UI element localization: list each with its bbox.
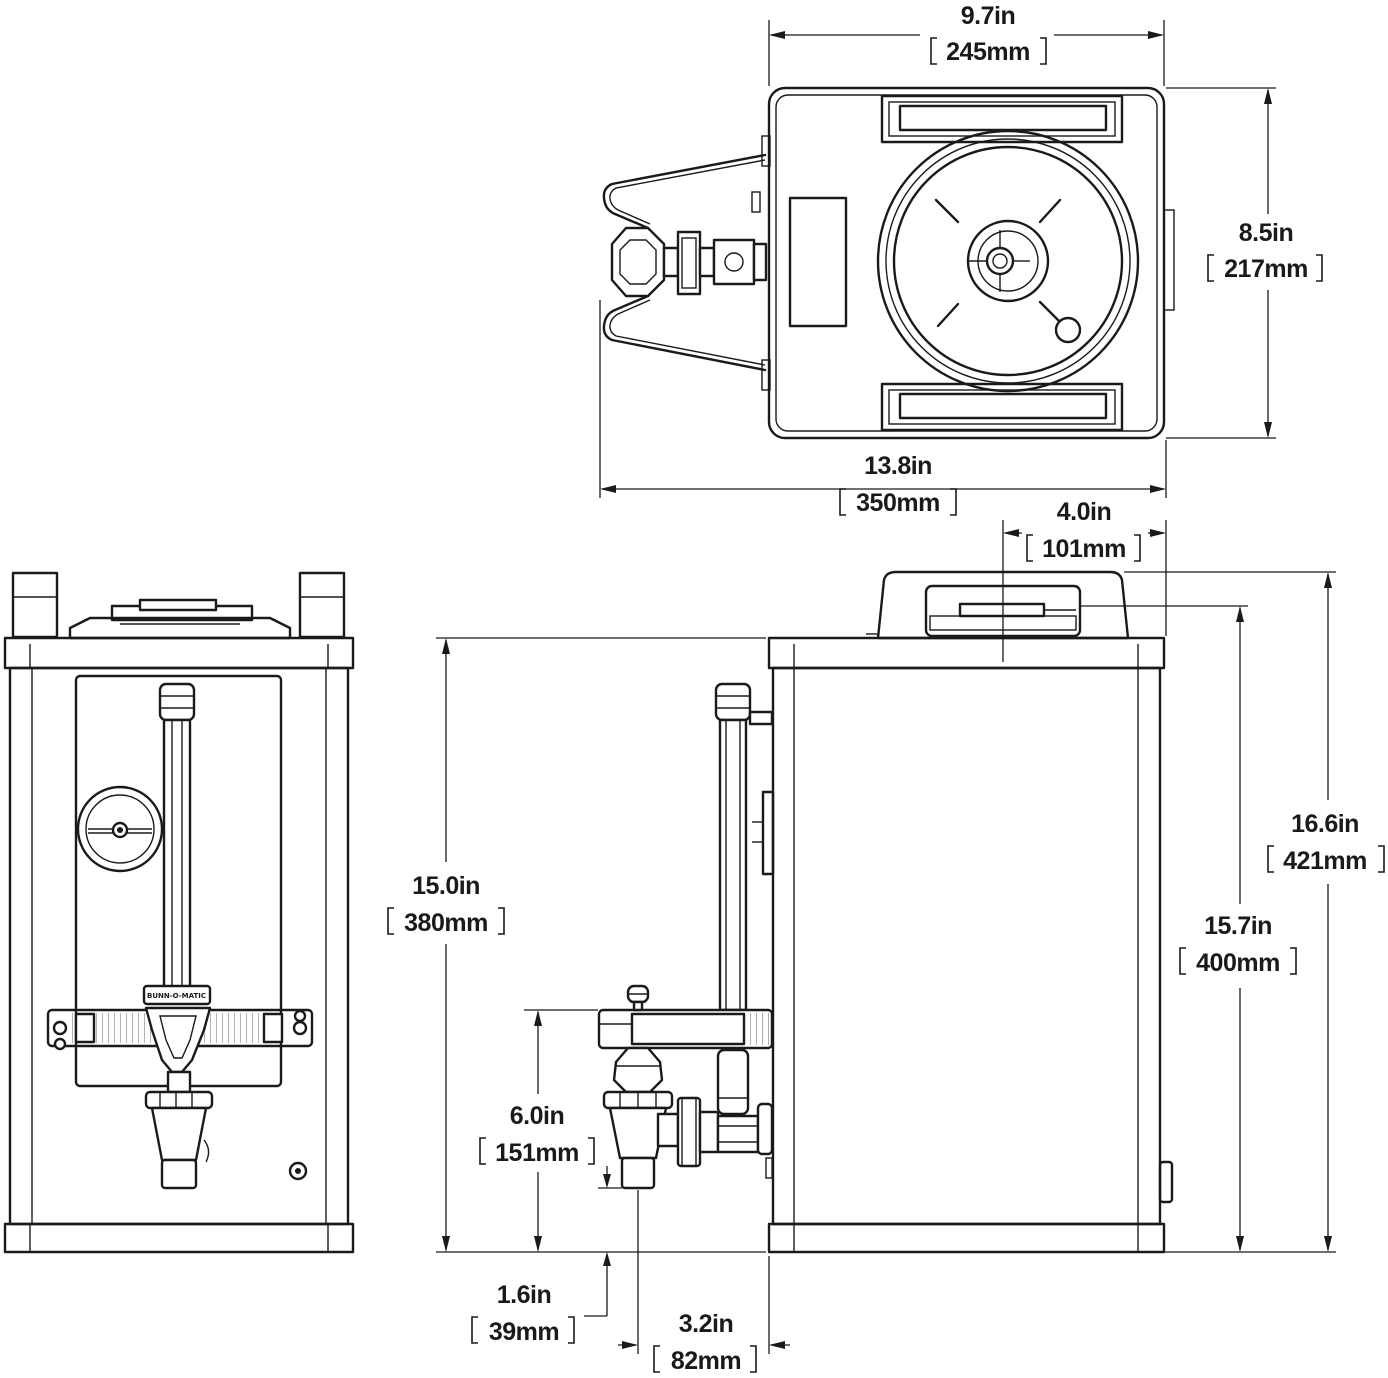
dim-top-depth-metric: 217mm [1224,255,1308,283]
dim-faucet-clearance-imperial: 1.6in [497,1281,551,1309]
dimension-label-faucet-clearance: 1.6in 39mm [471,1281,575,1346]
dim-faucet-clearance-metric: 39mm [489,1318,559,1346]
dim-overall-height-imperial: 16.6in [1291,810,1359,838]
dimension-label-body-height: 15.0in 380mm [387,872,505,937]
dim-overall-depth-metric: 350mm [856,489,940,517]
dimension-label-faucet-height: 6.0in 151mm [479,1102,595,1167]
dim-body-height-imperial: 15.0in [412,872,480,900]
dim-body-height-metric: 380mm [404,909,488,937]
dimension-label-top-depth: 8.5in 217mm [1207,219,1323,283]
dim-faucet-projection-imperial: 3.2in [679,1310,733,1338]
dim-faucet-projection-metric: 82mm [671,1347,741,1375]
dimension-label-top-width: 9.7in 245mm [930,2,1047,66]
dim-overall-depth-imperial: 13.8in [864,452,932,480]
dimension-label-overall-depth: 13.8in 350mm [839,452,957,517]
dimension-label-overall-height: 16.6in 421mm [1267,810,1385,875]
dimension-label-lid-offset: 4.0in 101mm [1026,498,1141,563]
dim-top-width-metric: 245mm [946,38,1030,66]
dim-lid-offset-imperial: 4.0in [1057,498,1111,526]
dim-faucet-height-imperial: 6.0in [510,1102,564,1130]
dim-overall-height-metric: 421mm [1283,847,1367,875]
dim-lid-offset-metric: 101mm [1042,535,1126,563]
brand-label: BUNN-O-MATIC [147,992,206,1000]
dimension-label-lid-height: 15.7in 400mm [1179,912,1297,977]
dim-faucet-height-metric: 151mm [495,1139,579,1167]
side-view [597,570,1174,1254]
dim-lid-height-imperial: 15.7in [1204,912,1272,940]
dimension-lines [436,20,1336,1354]
dim-lid-height-metric: 400mm [1196,949,1280,977]
dim-top-width-imperial: 9.7in [961,2,1015,30]
dimension-label-faucet-projection: 3.2in 82mm [653,1310,757,1375]
dim-top-depth-imperial: 8.5in [1239,219,1293,247]
front-view: BUNN-O-MATIC [3,571,355,1254]
top-view [602,86,1175,440]
